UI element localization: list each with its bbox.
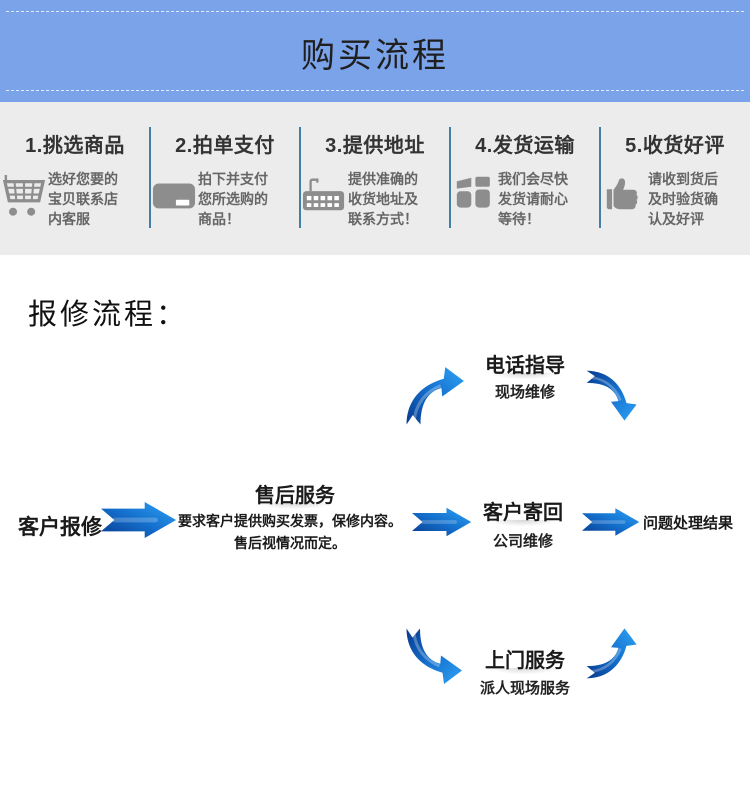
step-desc: 请收到货后 及时验货确 认及好评 xyxy=(648,171,718,227)
step-desc: 提供准确的 收货地址及 联系方式！ xyxy=(348,171,418,227)
branch-top-subtitle: 现场维修 xyxy=(494,384,555,401)
banner-dashed-line-top xyxy=(6,11,744,12)
step-divider xyxy=(599,127,601,228)
branch-bottom-subtitle: 派人现场服务 xyxy=(479,680,570,697)
branch-middle-title: 客户寄回 xyxy=(483,502,563,524)
purchase-step-3: 3.提供地址 提供准确的 收货地址及 联系方式！ xyxy=(300,102,450,255)
repair-section-title: 报修流程： xyxy=(28,297,189,331)
after-sales-desc-line1: 要求客户提供购买发票，保修内容。 xyxy=(178,513,402,529)
step-title: 1.挑选商品 xyxy=(25,135,125,157)
purchase-steps-band: 1.挑选商品 选好您要的 宝贝联系店 内客服 2.拍单支付 xyxy=(0,102,750,255)
curved-arrow-up-right-icon xyxy=(585,619,639,687)
label-shadow xyxy=(242,503,348,512)
purchase-process-banner: 购买流程 xyxy=(0,0,750,102)
after-sales-desc-line2: 售后视情况而定。 xyxy=(234,535,346,551)
step-title: 3.提供地址 xyxy=(325,135,425,157)
right-arrow-icon xyxy=(101,500,177,540)
flow-result-label: 问题处理结果 xyxy=(642,515,733,532)
purchase-step-4: 4.发货运输 我们会尽快 发货请耐心 等待！ xyxy=(450,102,600,255)
step-divider xyxy=(299,127,301,228)
curved-arrow-down-right-icon xyxy=(585,363,639,429)
right-arrow-icon xyxy=(582,506,640,538)
after-sales-title: 售后服务 xyxy=(255,485,335,507)
label-shadow xyxy=(476,373,574,382)
boxes-icon xyxy=(452,171,496,217)
keyboard-icon xyxy=(302,171,346,219)
purchase-step-5: 5.收货好评 请收到货后 及时验货确 认及好评 xyxy=(600,102,750,255)
label-shadow xyxy=(474,520,572,529)
step-title: 2.拍单支付 xyxy=(175,135,275,157)
step-body: 提供准确的 收货地址及 联系方式！ xyxy=(300,169,450,229)
step-divider xyxy=(149,127,151,228)
thumbs-up-icon xyxy=(602,171,646,217)
purchase-step-1: 1.挑选商品 选好您要的 宝贝联系店 内客服 xyxy=(0,102,150,255)
flow-start-label: 客户报修 xyxy=(18,516,102,539)
step-body: 请收到货后 及时验货确 认及好评 xyxy=(600,169,750,229)
step-body: 选好您要的 宝贝联系店 内客服 xyxy=(0,169,150,229)
banner-dashed-line-bottom xyxy=(6,90,744,91)
step-desc: 我们会尽快 发货请耐心 等待！ xyxy=(498,171,568,227)
step-body: 我们会尽快 发货请耐心 等待！ xyxy=(450,169,600,229)
right-arrow-icon xyxy=(412,506,472,538)
curved-arrow-up-right-icon xyxy=(404,364,468,426)
credit-card-icon xyxy=(152,171,196,219)
label-shadow xyxy=(476,668,574,677)
step-body: 拍下并支付 您所选购的 商品！ xyxy=(150,169,300,229)
step-title: 5.收货好评 xyxy=(625,135,725,157)
page-title: 购买流程 xyxy=(301,35,449,76)
branch-bottom-title: 上门服务 xyxy=(485,650,565,672)
branch-middle-subtitle: 公司维修 xyxy=(492,533,553,550)
step-divider xyxy=(449,127,451,228)
step-title: 4.发货运输 xyxy=(475,135,575,157)
branch-top-title: 电话指导 xyxy=(485,355,565,377)
purchase-step-2: 2.拍单支付 拍下并支付 您所选购的 商品！ xyxy=(150,102,300,255)
step-desc: 拍下并支付 您所选购的 商品！ xyxy=(198,171,268,227)
step-desc: 选好您要的 宝贝联系店 内客服 xyxy=(48,171,118,227)
cart-icon xyxy=(2,171,46,219)
curved-arrow-down-right-icon xyxy=(404,627,466,687)
